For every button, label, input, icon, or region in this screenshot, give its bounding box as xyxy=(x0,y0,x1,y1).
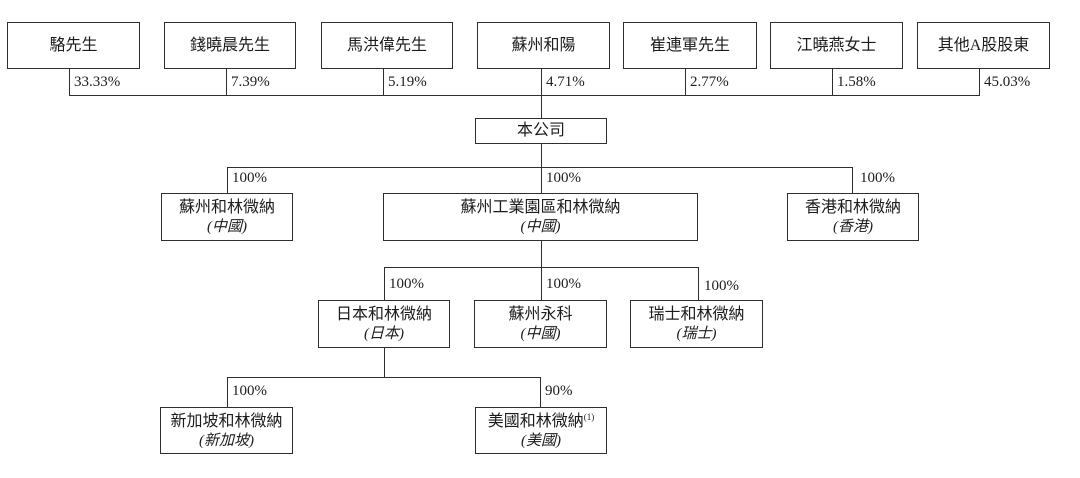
connector-line xyxy=(979,69,981,95)
entity-name: 日本和林微納 xyxy=(335,306,432,323)
connector-line xyxy=(541,241,543,267)
ownership-pct: 90% xyxy=(545,383,573,399)
box-suzhou-helin-micro-nano: 蘇州和林微納 (中國) xyxy=(161,193,293,241)
connector-line xyxy=(227,377,229,407)
connector-line xyxy=(852,167,854,193)
connector-line xyxy=(69,95,980,97)
box-cui-lianjun: 崔連軍先生 xyxy=(623,22,757,69)
entity-jurisdiction: (新加坡) xyxy=(199,432,254,449)
box-switzerland-helin-micro-nano: 瑞士和林微納 (瑞士) xyxy=(630,300,763,348)
ownership-pct: 100% xyxy=(860,170,895,186)
entity-jurisdiction: (日本) xyxy=(364,326,404,342)
entity-name: 馬洪偉先生 xyxy=(346,36,427,54)
ownership-pct: 100% xyxy=(389,276,424,292)
connector-line xyxy=(227,167,229,193)
entity-name: 香港和林微納 xyxy=(804,199,901,216)
connector-line xyxy=(384,348,386,377)
connector-line xyxy=(227,167,853,169)
connector-line xyxy=(685,69,687,95)
ownership-pct: 100% xyxy=(232,170,267,186)
box-singapore-helin-micro-nano: 新加坡和林微納 (新加坡) xyxy=(160,407,293,454)
ownership-pct: 4.71% xyxy=(546,74,585,90)
ownership-pct: 100% xyxy=(704,278,739,294)
entity-jurisdiction: (香港) xyxy=(833,219,873,235)
box-ma-hongwei: 馬洪偉先生 xyxy=(321,22,453,69)
connector-line xyxy=(540,377,542,407)
footnote-marker: (1) xyxy=(583,411,595,422)
connector-line xyxy=(384,267,386,300)
ownership-pct: 1.58% xyxy=(837,74,876,90)
connector-line xyxy=(832,69,834,95)
connector-line xyxy=(541,167,543,193)
ownership-pct: 100% xyxy=(546,170,581,186)
entity-jurisdiction: (中國) xyxy=(520,219,561,235)
box-sip-helin-micro-nano: 蘇州工業園區和林微納 (中國) xyxy=(383,193,698,241)
ownership-pct: 33.33% xyxy=(74,74,121,90)
entity-name: 蘇州和林微納 xyxy=(178,199,275,216)
entity-name-text: 美國和林微納 xyxy=(487,412,584,430)
box-qian-xiaochen: 錢曉晨先生 xyxy=(164,22,296,69)
entity-jurisdiction: (中國) xyxy=(207,219,247,235)
ownership-pct: 45.03% xyxy=(984,74,1031,90)
connector-line xyxy=(383,69,385,95)
box-us-helin-micro-nano: 美國和林微納(1) (美國) xyxy=(475,407,607,454)
entity-name: 蘇州工業園區和林微納 xyxy=(460,199,621,216)
box-other-a-shareholders: 其他A股股東 xyxy=(917,22,1050,69)
entity-name: 新加坡和林微納 xyxy=(170,412,283,430)
connector-line xyxy=(698,267,700,300)
ownership-pct: 7.39% xyxy=(231,74,270,90)
connector-line xyxy=(226,69,228,95)
connector-line xyxy=(541,144,543,167)
entity-name: 其他A股股東 xyxy=(937,36,1030,54)
entity-name: 本公司 xyxy=(516,122,565,139)
entity-jurisdiction: (瑞士) xyxy=(676,326,717,342)
entity-name: 錢曉晨先生 xyxy=(189,36,270,54)
ownership-pct: 2.77% xyxy=(690,74,729,90)
ownership-pct: 100% xyxy=(232,383,267,399)
entity-jurisdiction: (美國) xyxy=(521,432,561,449)
entity-jurisdiction: (中國) xyxy=(520,326,561,342)
box-company: 本公司 xyxy=(475,118,607,144)
connector-line xyxy=(69,69,71,95)
entity-name: 蘇州和陽 xyxy=(511,36,576,54)
box-suzhou-yongke: 蘇州永科 (中國) xyxy=(474,300,607,348)
box-jiang-xiaoyan: 江曉燕女士 xyxy=(770,22,903,69)
box-suzhou-heyang: 蘇州和陽 xyxy=(477,22,610,69)
entity-name: 駱先生 xyxy=(49,36,98,54)
entity-name: 瑞士和林微納 xyxy=(648,306,745,323)
connector-line xyxy=(541,95,543,118)
ownership-pct: 100% xyxy=(546,276,581,292)
entity-name: 美國和林微納(1) xyxy=(488,412,595,432)
connector-line xyxy=(541,267,543,300)
entity-name: 蘇州永科 xyxy=(508,306,573,323)
ownership-pct: 5.19% xyxy=(388,74,427,90)
connector-line xyxy=(227,377,541,379)
box-hongkong-helin-micro-nano: 香港和林微納 (香港) xyxy=(787,193,919,241)
box-mr-luo: 駱先生 xyxy=(7,22,140,69)
connector-line xyxy=(541,69,543,95)
entity-name: 江曉燕女士 xyxy=(796,36,877,54)
box-japan-helin-micro-nano: 日本和林微納 (日本) xyxy=(318,300,450,348)
entity-name: 崔連軍先生 xyxy=(649,36,730,54)
